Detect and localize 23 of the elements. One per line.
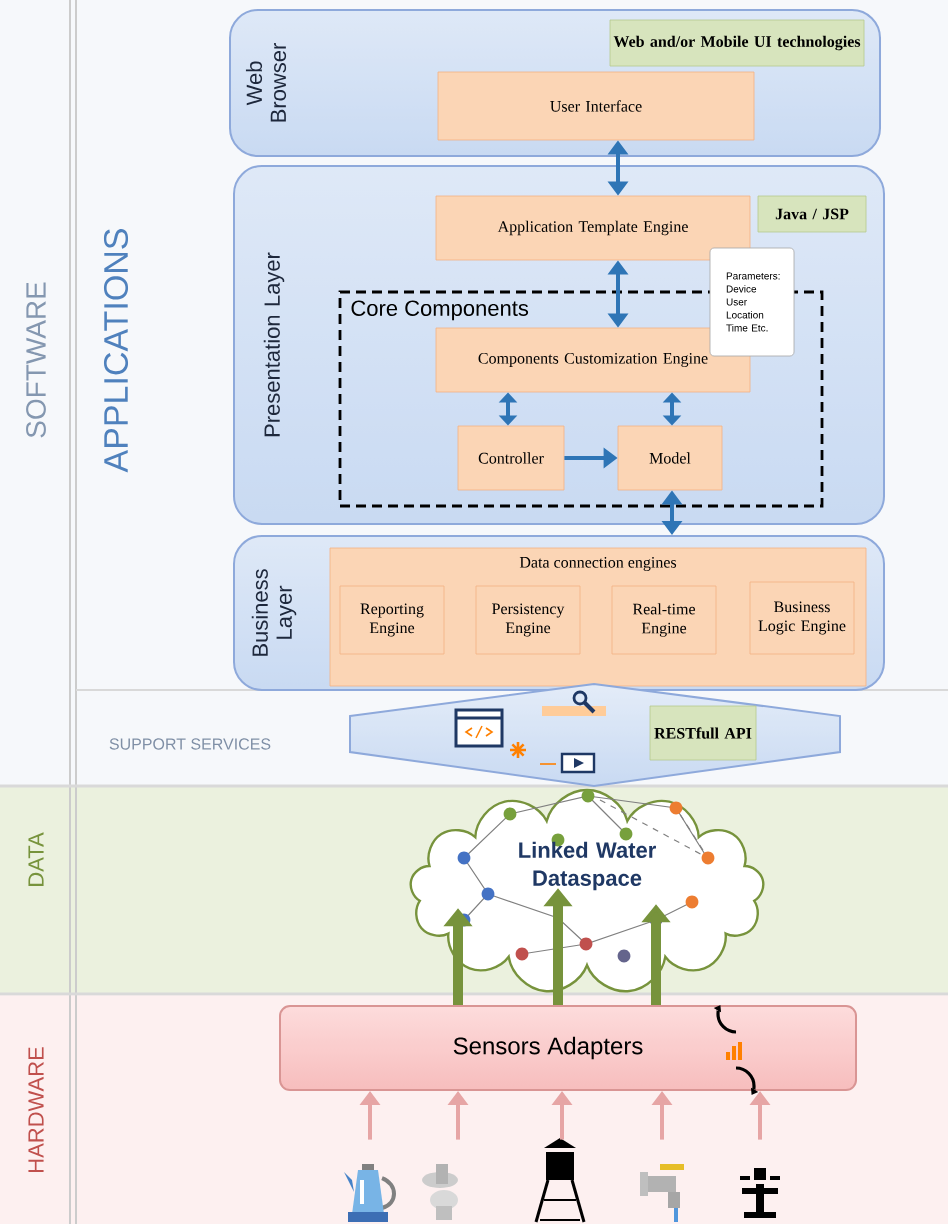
section-label: HARDWARE bbox=[28, 1047, 44, 1172]
component-box: Controller bbox=[457, 425, 565, 491]
technology-tag: Web and/or Mobile UI technologies bbox=[609, 19, 865, 67]
picture bbox=[740, 1168, 780, 1218]
component-box: Application Template Engine bbox=[435, 195, 751, 261]
section-label: SOFTWARE bbox=[26, 282, 46, 438]
section-label: DATA bbox=[28, 832, 44, 886]
picture bbox=[640, 1164, 684, 1222]
component-box: Persistency Engine bbox=[475, 585, 581, 655]
component-box: Business Logic Engine bbox=[749, 581, 855, 655]
section-label: SUPPORT SERVICES bbox=[109, 738, 271, 750]
picture bbox=[422, 1164, 458, 1220]
technology-tag: Java / JSP bbox=[757, 195, 867, 233]
section-label: APPLICATIONS bbox=[103, 229, 129, 473]
component-box: Reporting Engine bbox=[339, 585, 445, 655]
component-box: Model bbox=[617, 425, 723, 491]
component-box: User Interface bbox=[437, 71, 755, 141]
picture bbox=[344, 1164, 396, 1222]
component-box: Real-time Engine bbox=[611, 585, 717, 655]
data-cloud: Linked Water Dataspace bbox=[409, 788, 765, 993]
picture bbox=[534, 1138, 586, 1223]
technology-tag: RESTfull API bbox=[649, 705, 757, 761]
adapter-box: Sensors Adapters bbox=[279, 1005, 857, 1091]
